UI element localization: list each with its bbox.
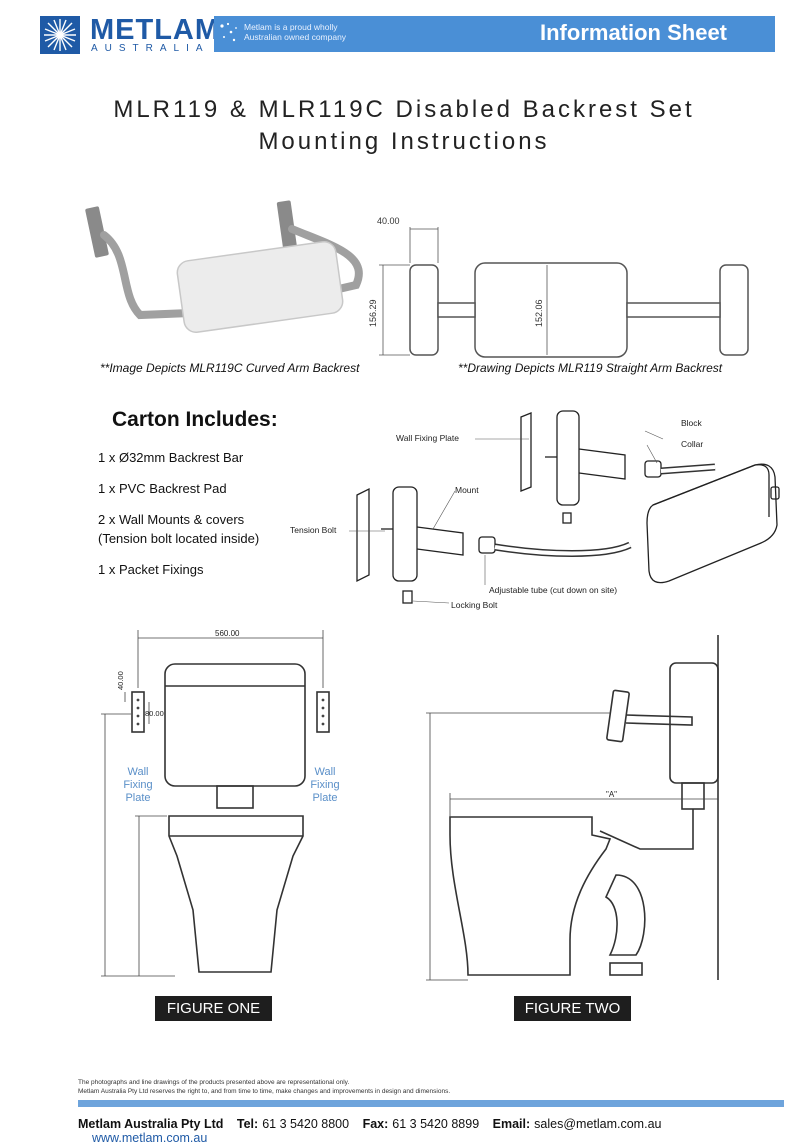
brand-name: METLAM bbox=[90, 14, 221, 46]
dim-height-outer-label: 156.29 bbox=[368, 299, 378, 327]
page-subtitle: Mounting Instructions bbox=[258, 128, 550, 155]
header-bar bbox=[214, 16, 775, 52]
label-block: Block bbox=[681, 418, 703, 428]
footer-company: Metlam Australia Pty Ltd bbox=[78, 1117, 224, 1131]
label-wall-fixing-plate: Wall Fixing Plate bbox=[396, 433, 459, 443]
carton-item: 1 x Packet Fixings bbox=[98, 562, 204, 577]
label-collar: Collar bbox=[681, 439, 703, 449]
metlam-logo bbox=[40, 16, 80, 54]
label-adjustable-tube: Adjustable tube (cut down on site) bbox=[489, 585, 617, 595]
footer-website-link[interactable]: www.metlam.com.au bbox=[92, 1131, 208, 1145]
footer-bar bbox=[78, 1100, 784, 1107]
fig1-plate-label-left: Plate bbox=[125, 792, 150, 804]
carton-item: 1 x PVC Backrest Pad bbox=[98, 481, 227, 496]
dim-width-label: 40.00 bbox=[377, 216, 400, 226]
carton-item: 1 x Ø32mm Backrest Bar bbox=[98, 450, 244, 465]
fig1-dim-plate: 80.00 bbox=[145, 709, 164, 718]
fig2-dim-a: "A" bbox=[606, 790, 617, 799]
exploded-diagram: Wall Fixing Plate Block Collar Mount Ten… bbox=[290, 410, 780, 610]
fig1-plate-label-right: Plate bbox=[312, 792, 337, 804]
carton-heading: Carton Includes: bbox=[112, 408, 278, 431]
fig1-plate-label-right: Wall bbox=[315, 766, 336, 778]
backrest-drawing: 40.00 156.29 152.06 bbox=[368, 216, 749, 358]
tagline: Metlam is a proud wholly Australian owne… bbox=[244, 22, 384, 42]
backrest-photo bbox=[85, 200, 363, 333]
tagline-line-1: Metlam is a proud wholly bbox=[244, 22, 338, 32]
sheet-title: Information Sheet bbox=[540, 20, 728, 45]
tagline-line-2: Australian owned company bbox=[244, 32, 347, 42]
dots-icon bbox=[220, 22, 237, 42]
figure-two-drawing: "A" bbox=[426, 635, 719, 981]
disclaimer-line-1: The photographs and line drawings of the… bbox=[78, 1079, 350, 1086]
brand-subtitle: AUSTRALIA bbox=[91, 43, 210, 54]
figure-one-label: FIGURE ONE bbox=[155, 996, 272, 1021]
label-locking-bolt: Locking Bolt bbox=[451, 600, 498, 610]
fig1-plate-label-right: Fixing bbox=[310, 779, 339, 791]
fig1-dim-top: 40.00 bbox=[116, 671, 125, 690]
fig1-plate-label-left: Fixing bbox=[123, 779, 152, 791]
label-mount: Mount bbox=[455, 485, 479, 495]
footer-email-link[interactable]: sales@metlam.com.au bbox=[534, 1117, 662, 1131]
carton-item: 2 x Wall Mounts & covers bbox=[98, 512, 245, 527]
label-tension-bolt: Tension Bolt bbox=[290, 525, 337, 535]
carton-item: (Tension bolt located inside) bbox=[98, 531, 260, 546]
footer-fax: 61 3 5420 8899 bbox=[392, 1117, 480, 1131]
footer: Metlam Australia Pty Ltd Tel:61 3 5420 8… bbox=[78, 1117, 784, 1145]
disclaimer: The photographs and line drawings of the… bbox=[78, 1078, 598, 1096]
fig1-plate-label-left: Wall bbox=[128, 766, 149, 778]
dim-height-pad-label: 152.06 bbox=[534, 299, 544, 327]
fig1-dim-width: 560.00 bbox=[215, 629, 240, 638]
star-logo-icon bbox=[44, 19, 76, 51]
footer-email-label: Email: bbox=[492, 1117, 531, 1131]
figure-one-drawing: 560.00 40.00 80.00 Wall Fixing Plate Wal… bbox=[101, 629, 340, 977]
disclaimer-line-2: Metlam Australia Pty Ltd reserves the ri… bbox=[78, 1088, 451, 1095]
caption-photo: **Image Depicts MLR119C Curved Arm Backr… bbox=[100, 361, 360, 375]
footer-fax-label: Fax: bbox=[362, 1117, 389, 1131]
caption-drawing: **Drawing Depicts MLR119 Straight Arm Ba… bbox=[458, 361, 723, 375]
footer-tel-label: Tel: bbox=[236, 1117, 259, 1131]
page-title: MLR119 & MLR119C Disabled Backrest Set bbox=[113, 96, 695, 123]
figure-two-label: FIGURE TWO bbox=[514, 996, 631, 1021]
footer-tel[interactable]: 61 3 5420 8800 bbox=[262, 1117, 350, 1131]
